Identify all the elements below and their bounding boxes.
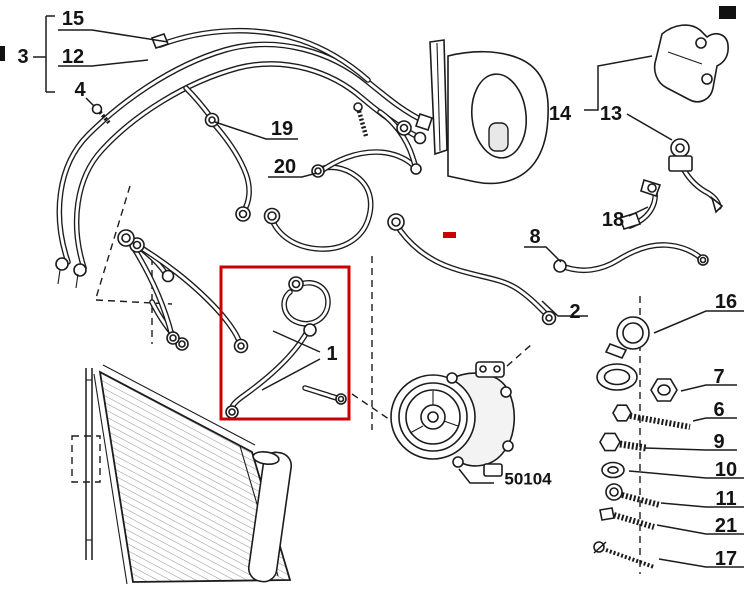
hose-part-1: [225, 276, 347, 419]
part-callout-14[interactable]: 14: [548, 103, 572, 125]
screw-part-4: [91, 103, 112, 126]
part-callout-9[interactable]: 9: [713, 431, 725, 453]
part-callout-12[interactable]: 12: [61, 46, 85, 68]
scan-artifacts: [0, 6, 736, 61]
part-callout-7[interactable]: 7: [713, 366, 725, 388]
highlight-annotations: [219, 232, 456, 421]
part-callout-19[interactable]: 19: [270, 118, 294, 140]
top-hose-assembly: [55, 31, 434, 289]
condenser: [85, 364, 293, 585]
callout-leader-lines: [33, 15, 744, 568]
part-callout-15[interactable]: 15: [61, 8, 85, 30]
part-callout-3[interactable]: 3: [17, 46, 29, 68]
sensor-part-13: [668, 138, 724, 214]
screw-part-21: [599, 507, 655, 530]
bolt-part-9: [599, 432, 647, 452]
body-panel: [429, 39, 549, 185]
left-hoses: [117, 229, 249, 354]
seal-ring: [596, 363, 638, 391]
bracket-part-14: [653, 24, 729, 103]
part-callout-6[interactable]: 6: [713, 399, 725, 421]
receiver-drier: [247, 450, 293, 583]
fastener-column: [593, 316, 691, 569]
highlight-box: [219, 265, 351, 421]
nut-part-7: [650, 378, 678, 402]
part-callout-1[interactable]: 1: [326, 343, 338, 365]
part-callout-4[interactable]: 4: [74, 79, 86, 101]
washer-part-10: [601, 461, 625, 479]
figure-code-label[interactable]: 50104: [504, 469, 552, 489]
stud-part-17: [593, 541, 655, 569]
clamp-part-16: [604, 316, 650, 360]
part-callout-11[interactable]: 11: [715, 488, 737, 510]
hose-part-2: [387, 213, 557, 326]
hose-part-8: [553, 245, 709, 272]
part-callout-16[interactable]: 16: [714, 291, 738, 313]
part-callout-8[interactable]: 8: [529, 226, 541, 248]
part-callout-10[interactable]: 10: [714, 459, 738, 481]
corner-mark: [719, 6, 736, 19]
bolt-part-11: [605, 483, 661, 508]
part-callout-20[interactable]: 20: [273, 156, 297, 178]
part-callout-13[interactable]: 13: [599, 103, 623, 125]
part-callout-2[interactable]: 2: [569, 301, 581, 323]
pipe-part-18: [618, 178, 662, 230]
compressor: [390, 361, 516, 477]
bolt-part-6: [612, 404, 691, 430]
red-dash-marker: [443, 232, 456, 238]
part-callout-17[interactable]: 17: [714, 548, 738, 570]
part-callout-21[interactable]: 21: [714, 515, 738, 537]
part-callout-18[interactable]: 18: [601, 209, 625, 231]
edge-mark: [0, 46, 5, 61]
